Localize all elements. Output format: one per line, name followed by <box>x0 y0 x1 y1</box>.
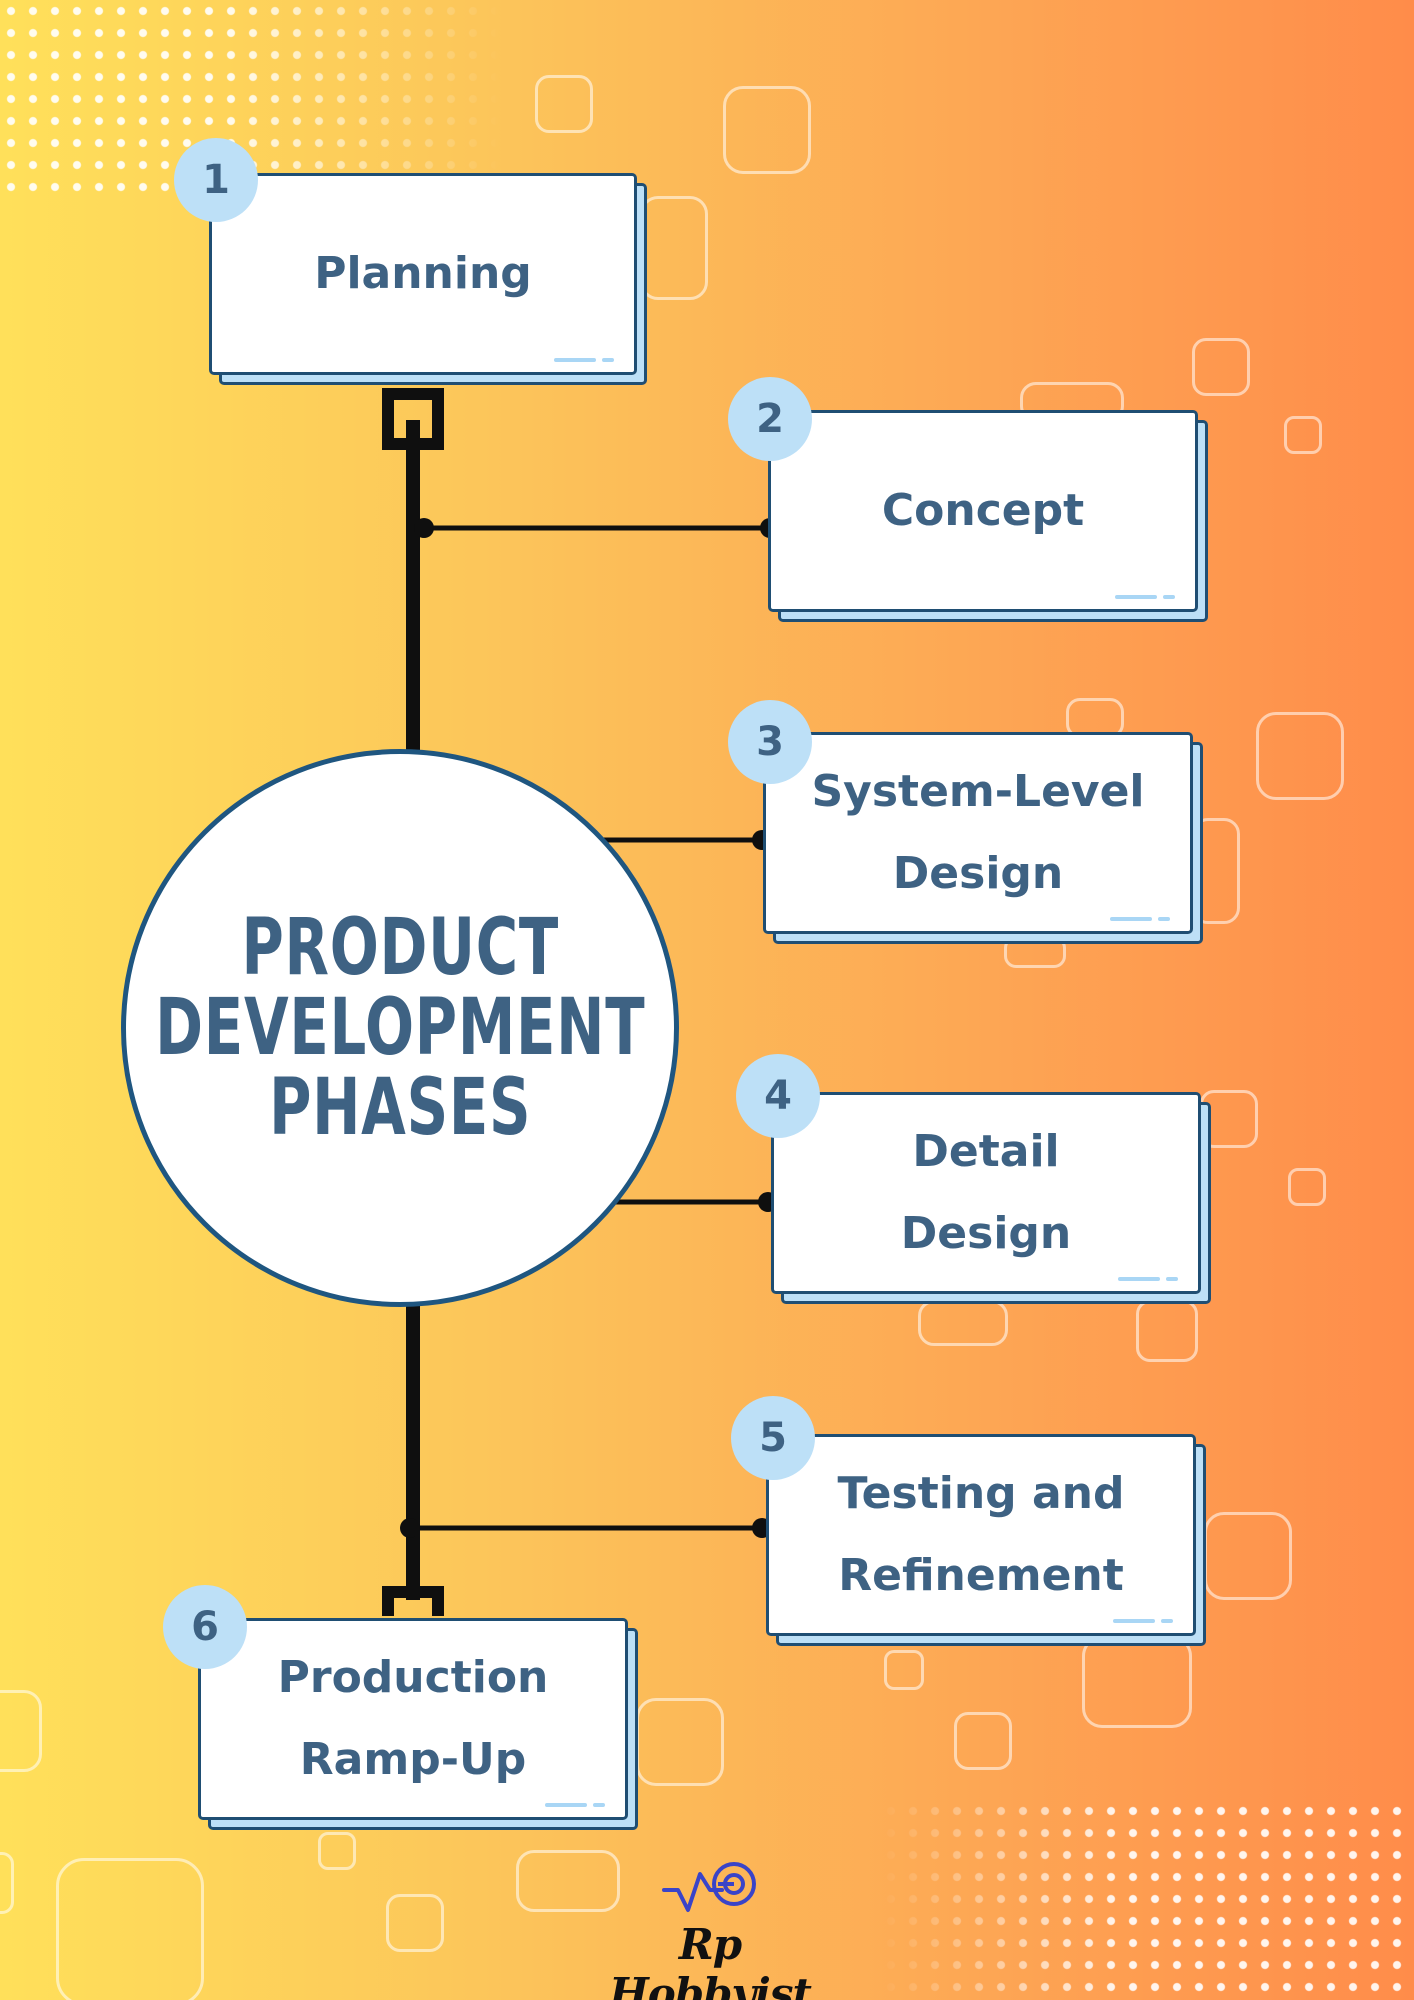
phase-number-badge: 6 <box>163 1585 247 1669</box>
phase-label: Planning <box>314 248 532 299</box>
phase-label: Concept <box>881 485 1085 536</box>
phase-number-badge: 2 <box>728 377 812 461</box>
decorative-square <box>723 86 811 174</box>
phase-card-detail-design: Detail Design <box>771 1092 1211 1304</box>
phase-card-planning: Planning <box>209 173 647 385</box>
diagram-title: PRODUCT DEVELOPMENT PHASES <box>154 903 646 1153</box>
phase-label: Detail Design <box>900 1126 1072 1259</box>
decorative-square <box>954 1712 1012 1770</box>
decorative-square <box>1192 338 1250 396</box>
brand-name: Rp Hobbyist <box>609 1920 812 2000</box>
phase-card-production-ramp-up: Production Ramp-Up <box>198 1618 638 1830</box>
bottom-end-cap <box>382 1586 444 1616</box>
decorative-square <box>1256 712 1344 800</box>
decorative-square <box>0 1852 14 1914</box>
decorative-square <box>0 1690 42 1772</box>
phase-number-badge: 5 <box>731 1396 815 1480</box>
decorative-square <box>535 75 593 133</box>
phase-card-concept: Concept <box>768 410 1208 622</box>
phase-card-system-level-design: System-Level Design <box>763 732 1203 944</box>
phase-card-testing-and-refinement: Testing and Refinement <box>766 1434 1206 1646</box>
decorative-square <box>884 1650 924 1690</box>
phase-number-badge: 3 <box>728 700 812 784</box>
phase-label: Production Ramp-Up <box>277 1652 549 1785</box>
phase-number-badge: 1 <box>174 138 258 222</box>
decorative-square <box>56 1858 204 2000</box>
phase-number-badge: 4 <box>736 1054 820 1138</box>
phase-label: System-Level Design <box>811 766 1145 899</box>
dot-pattern-bottom-right <box>880 1800 1414 2000</box>
decorative-square <box>386 1894 444 1952</box>
decorative-square <box>1288 1168 1326 1206</box>
brand-logo: Rp Hobbyist <box>580 1860 840 2000</box>
decorative-square <box>516 1850 620 1912</box>
decorative-square <box>318 1832 356 1870</box>
top-end-cap <box>382 388 444 450</box>
decorative-square <box>1284 416 1322 454</box>
phase-label: Testing and Refinement <box>837 1468 1125 1601</box>
pulse-circle-icon <box>662 1862 756 1912</box>
title-circle: PRODUCT DEVELOPMENT PHASES <box>121 749 679 1307</box>
